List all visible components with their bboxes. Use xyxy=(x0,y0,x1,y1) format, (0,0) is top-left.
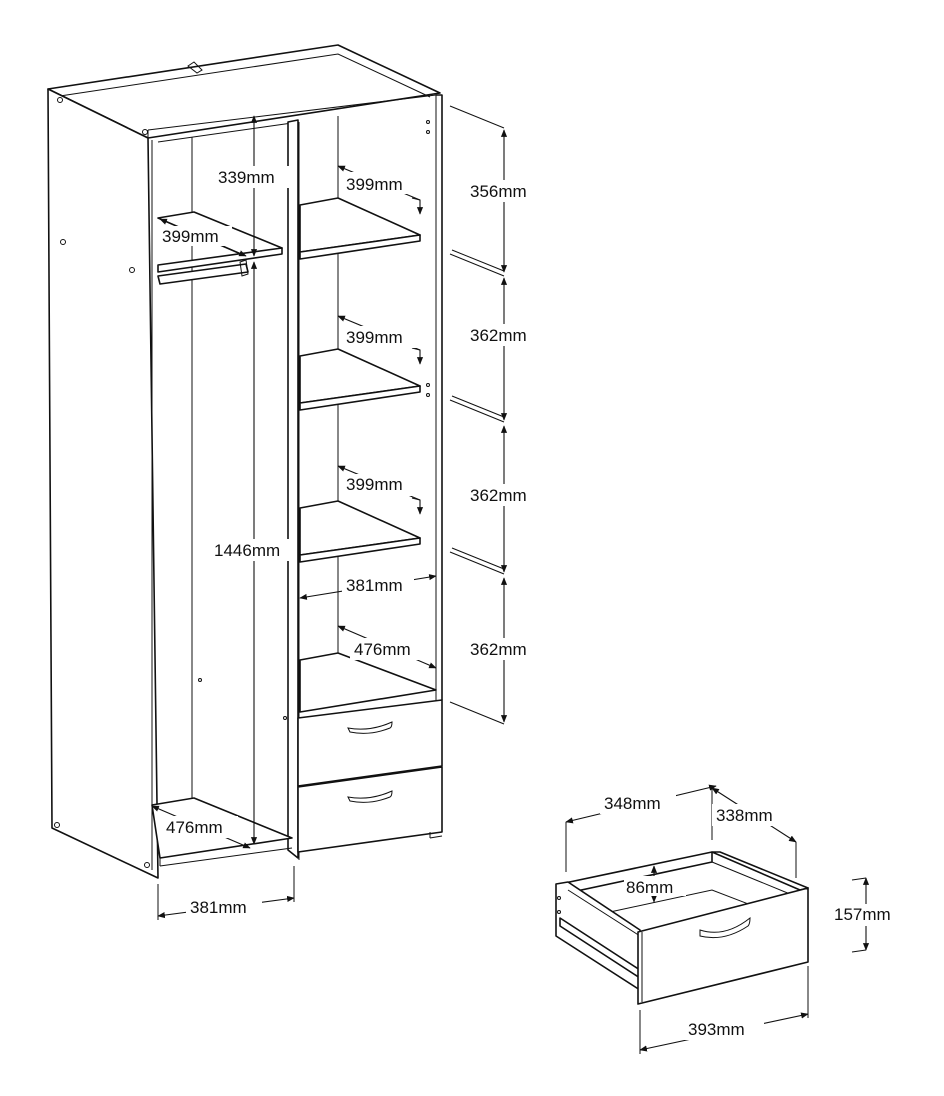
drawer-dimensions: 348mm 338mm 86mm 157mm 393mm xyxy=(565,784,906,1054)
wardrobe-drawers xyxy=(297,699,443,853)
dim-label-shelf-left: 399mm xyxy=(162,227,219,246)
dim-label-drawer-front-height: 157mm xyxy=(834,905,891,924)
dim-label-shelf-1: 399mm xyxy=(346,175,403,194)
dim-label-shelf-3: 399mm xyxy=(346,475,403,494)
dim-label-hanging-height: 1446mm xyxy=(214,541,280,560)
dim-label-bottom-depth-left: 476mm xyxy=(166,818,223,837)
drawer-detail xyxy=(555,851,809,1005)
dim-label-compartment-4: 362mm xyxy=(470,640,527,659)
dim-label-shelf-2: 399mm xyxy=(346,328,403,347)
drawer-left-side-panel xyxy=(555,881,641,991)
wardrobe-drawer-upper xyxy=(297,699,443,787)
dim-label-width-left: 381mm xyxy=(190,898,247,917)
dim-label-drawer-inner-height: 86mm xyxy=(626,878,673,897)
wardrobe-left-side-panel xyxy=(47,88,159,879)
dim-label-compartment-2: 362mm xyxy=(470,326,527,345)
dim-label-top-hanging: 339mm xyxy=(218,168,275,187)
right-bottom-shelf xyxy=(299,652,437,713)
dim-label-drawer-front-width: 393mm xyxy=(688,1020,745,1039)
dim-label-drawer-depth: 338mm xyxy=(716,806,773,825)
dim-label-drawer-inner-width: 348mm xyxy=(604,794,661,813)
right-shelves xyxy=(299,197,437,713)
central-divider xyxy=(287,119,299,859)
dim-label-bottom-depth-right: 476mm xyxy=(354,640,411,659)
wardrobe-dimensions: 339mm 399mm 399mm 399mm 399mm 1446mm 381… xyxy=(151,105,538,920)
dim-label-compartment-3: 362mm xyxy=(470,486,527,505)
wardrobe-drawer-lower xyxy=(297,766,443,853)
drawer-right-side-panel xyxy=(711,851,809,891)
dim-label-compartment-1: 356mm xyxy=(470,182,527,201)
drawer-front-panel xyxy=(637,887,809,1005)
drawer-handle xyxy=(699,916,751,939)
dim-label-inner-width-right: 381mm xyxy=(346,576,403,595)
